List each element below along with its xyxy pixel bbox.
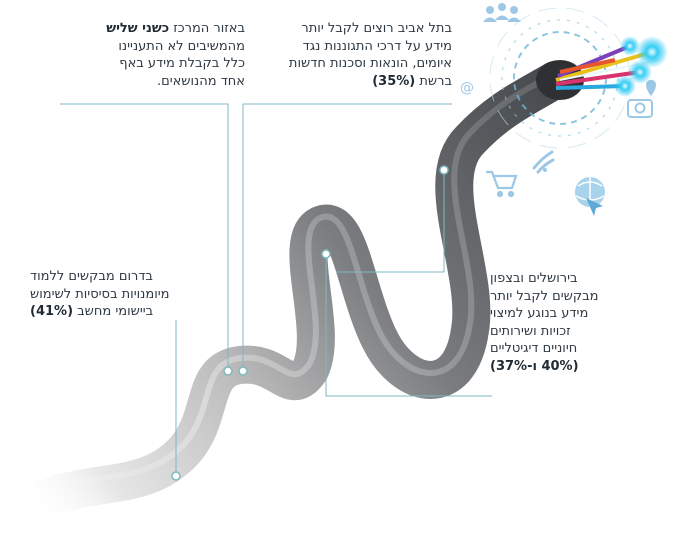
callout-center-line3: כלל בקבלת מידע באף xyxy=(119,56,245,71)
callout-tel-aviv: בתל אביב רוצים לקבל יותר מידע על דרכי הת… xyxy=(262,20,452,90)
callout-south: בדרום מבקשים ללמוד מיומנויות בסיסיות לשי… xyxy=(30,268,220,321)
connector-jerusalem-north xyxy=(321,165,492,397)
wifi-icon xyxy=(532,150,555,174)
map-pin-icon xyxy=(646,79,656,96)
callout-south-line3-text: ביישומי מחשב xyxy=(73,304,154,319)
connector-tel-aviv xyxy=(238,103,452,376)
callout-jerusalem-line4: זכויות ושירותים xyxy=(490,323,571,339)
svg-text:@: @ xyxy=(460,80,474,96)
callout-tel-aviv-percent: (35%) xyxy=(372,73,416,89)
callout-south-line1: בדרום מבקשים ללמוד xyxy=(30,269,153,284)
callout-tel-aviv-line2: מידע על דרכי התגוננות נגד xyxy=(302,38,452,54)
callout-south-line2: מיומנויות בסיסיות לשימוש xyxy=(30,286,170,302)
connector-south xyxy=(171,320,181,481)
callout-south-percent: (41%) xyxy=(30,304,74,319)
cable-end xyxy=(489,7,668,149)
callout-tel-aviv-line4: ברשת (35%) xyxy=(262,73,452,91)
callout-center-line1-text: באזור המרכז xyxy=(169,21,245,36)
callout-tel-aviv-line1: בתל אביב רוצים לקבל יותר xyxy=(301,21,452,36)
callout-jerusalem-line3: מידע בנוגע למיצוי xyxy=(490,306,589,321)
people-icon xyxy=(483,3,521,22)
cable-highlight xyxy=(12,70,558,511)
callout-jerusalem-north: בירושלים ובצפון מבקשים לקבל יותר מידע בנ… xyxy=(490,270,620,375)
callout-south-line3: ביישומי מחשב (41%) xyxy=(30,303,220,321)
callout-jerusalem-percent: (40% ו-37%) xyxy=(490,358,579,374)
callout-jerusalem-line5: חיוניים דיגיטליים xyxy=(490,341,578,356)
callout-tel-aviv-line4-text: ברשת xyxy=(415,73,452,89)
callout-center-line2: מהמשיבים לא התעניינו xyxy=(118,38,245,54)
callout-jerusalem-line2: מבקשים לקבל יותר xyxy=(490,288,599,304)
callout-center-line4: אחד מהנושאים. xyxy=(156,73,245,89)
connector-center xyxy=(60,103,233,376)
globe-cursor-icon xyxy=(575,177,605,216)
shopping-cart-icon xyxy=(486,170,518,198)
callout-center: באזור המרכז כשני שליש מהמשיבים לא התעניי… xyxy=(55,20,245,90)
callout-jerusalem-line6: (40% ו-37%) xyxy=(490,358,620,376)
camera-icon xyxy=(627,99,653,118)
callout-jerusalem-line1: בירושלים ובצפון xyxy=(490,271,578,286)
callout-center-highlight: כשני שליש xyxy=(106,21,170,36)
callout-tel-aviv-line3: איומים, הונאות וסכנות חדשות xyxy=(288,56,452,71)
callout-center-line1: באזור המרכז כשני שליש xyxy=(55,20,245,38)
at-sign-icon: @ xyxy=(460,80,474,96)
